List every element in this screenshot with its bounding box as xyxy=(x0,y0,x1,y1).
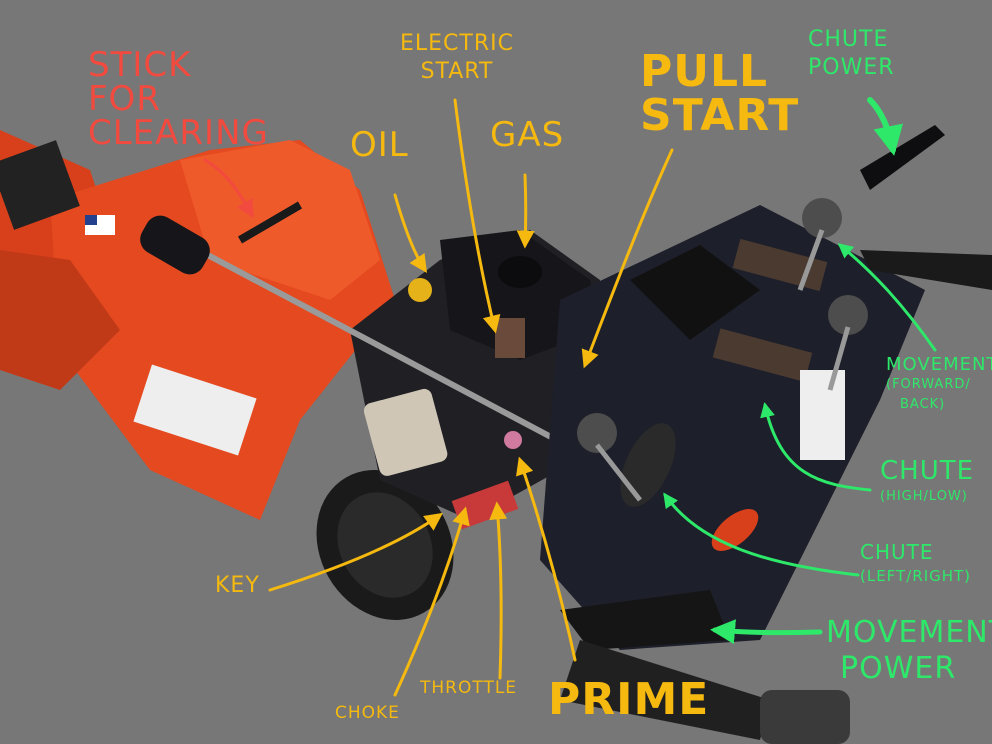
instruction-decal xyxy=(800,370,845,460)
high-low-slot xyxy=(712,328,813,382)
chute-high-low-line2: (HIGH/LOW) xyxy=(880,489,968,504)
gas-label: GAS xyxy=(490,115,565,155)
movement-forward-back-label: MOVEMENT (FORWARD/ BACK) xyxy=(886,355,992,415)
chute-power-knob xyxy=(802,198,842,238)
chute-left-right-knob xyxy=(577,413,617,453)
for-line: FOR xyxy=(88,79,161,119)
throttle-label: THROTTLE xyxy=(420,678,518,698)
chute-power-lever xyxy=(860,125,945,190)
gas-cap xyxy=(498,256,542,288)
chute-high-low-arrow xyxy=(760,402,872,492)
pull-line: PULL xyxy=(640,46,769,97)
stick-arrow xyxy=(203,158,254,219)
left-handle xyxy=(560,640,770,740)
annotation-arrows xyxy=(203,97,937,697)
primer-bulb xyxy=(504,431,522,449)
chute-high-low-label: CHUTE (HIGH/LOW) xyxy=(880,458,974,510)
chute-left-right-label: CHUTE (LEFT/RIGHT) xyxy=(860,540,971,588)
pull-start-line: START xyxy=(640,90,800,141)
pull-start-label: PULL START xyxy=(640,50,799,138)
movement-line: MOVEMENT xyxy=(886,354,992,375)
chute-power-line2: POWER xyxy=(808,55,895,80)
chute-power-line1: CHUTE xyxy=(808,27,889,52)
gas-arrow xyxy=(516,173,535,249)
handle-grip-left xyxy=(630,245,760,340)
clearing-line: CLEARING xyxy=(88,113,269,153)
electric-line: ELECTRIC xyxy=(400,31,514,56)
movement-arrow xyxy=(837,243,937,352)
label-sticker xyxy=(133,364,257,456)
choke-label: CHOKE xyxy=(335,703,400,723)
choke-arrow xyxy=(393,506,470,697)
chute-power-arrow xyxy=(867,97,903,156)
handle-rod xyxy=(140,201,587,458)
chute-left-right-slot xyxy=(620,423,676,507)
prime-arrow xyxy=(516,456,577,662)
movement-knob xyxy=(828,295,868,335)
oil-label: OIL xyxy=(350,125,409,165)
handle-grip-bottom xyxy=(760,690,850,744)
movement-power-arrow xyxy=(710,619,823,645)
control-dashboard xyxy=(540,125,992,744)
chute-left-right-line2: (LEFT/RIGHT) xyxy=(860,567,972,585)
movement-power-label: MOVEMENT POWER xyxy=(826,615,992,687)
electric-start-arrow xyxy=(453,98,501,334)
oil-arrow xyxy=(393,193,427,273)
air-filter-cover xyxy=(363,388,448,476)
start-line: START xyxy=(420,59,494,84)
back-line: BACK) xyxy=(900,397,946,412)
stick-line: STICK xyxy=(88,45,192,85)
movement-power-line2: POWER xyxy=(840,651,957,686)
oil-cap xyxy=(408,278,432,302)
movement-power-lever xyxy=(560,590,730,650)
chute-high-low-line1: CHUTE xyxy=(880,456,975,486)
prime-label: PRIME xyxy=(548,674,710,725)
right-handle xyxy=(860,250,992,290)
movement-power-line1: MOVEMENT xyxy=(826,615,992,650)
throttle-arrow xyxy=(489,501,508,680)
forward-line: (FORWARD/ xyxy=(886,377,971,392)
chute-power-label: CHUTE POWER xyxy=(808,26,895,82)
pull-start-arrow xyxy=(581,148,674,369)
electric-start-label: ELECTRIC START xyxy=(400,30,514,86)
chute-left-right-line1: CHUTE xyxy=(860,540,934,564)
stick-for-clearing-label: STICK FOR CLEARING xyxy=(88,48,269,150)
warning-decal xyxy=(0,140,80,230)
key-label: KEY xyxy=(215,573,260,598)
chute-left-right-arrow xyxy=(663,492,860,577)
ariens-logo xyxy=(711,509,759,551)
key-arrow xyxy=(268,512,443,592)
electric-start-button xyxy=(495,318,525,358)
